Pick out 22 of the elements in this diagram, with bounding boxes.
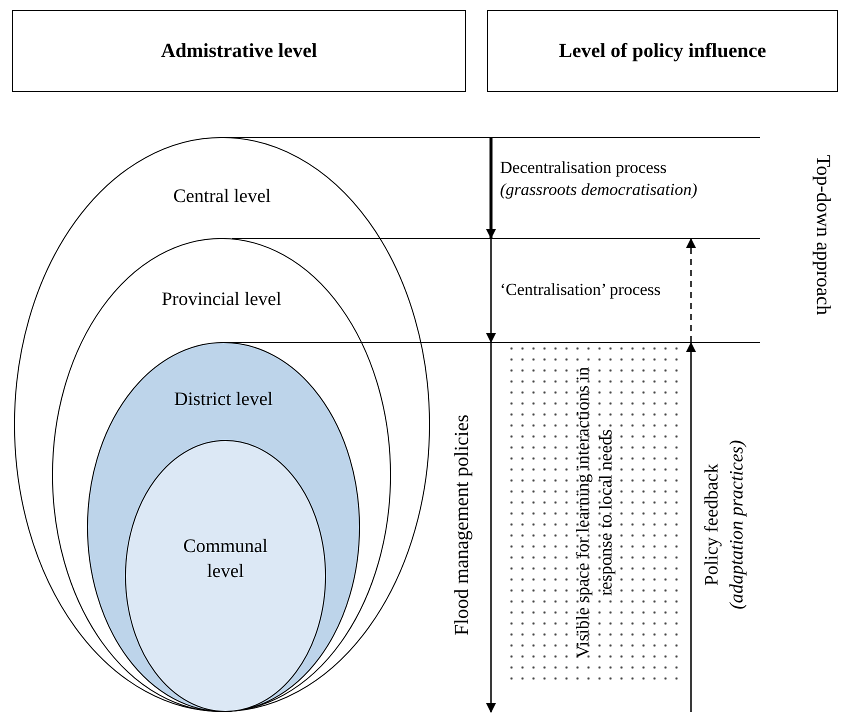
header-box [12,10,466,92]
edge-label: ‘Centralisation’ process [500,279,662,301]
side-label: Top-down approach [811,154,835,318]
band-text: Visible space for learning interactions in response to local needs [572,365,616,660]
header-text: Admistrative level [160,39,318,64]
arrow [686,342,696,712]
header-text: Level of policy influence [558,39,766,64]
arrow [686,238,696,342]
edge-label: Flood management policies [450,413,474,638]
horizontal-line [222,137,760,138]
arrow [486,239,496,343]
horizontal-line [232,238,760,239]
arrow [486,343,496,713]
edge-label: Policy feedback (adaptation practices) [700,439,748,612]
level-label: District level [174,388,273,412]
level-label: Central level [173,185,271,209]
level-label: Provincial level [162,288,282,312]
arrow [486,138,496,239]
level-label: Communal level [182,535,269,584]
edge-label: Decentralisation process (grassroots democratisation) [500,157,698,202]
horizontal-line [222,342,760,343]
header-box [487,10,838,92]
